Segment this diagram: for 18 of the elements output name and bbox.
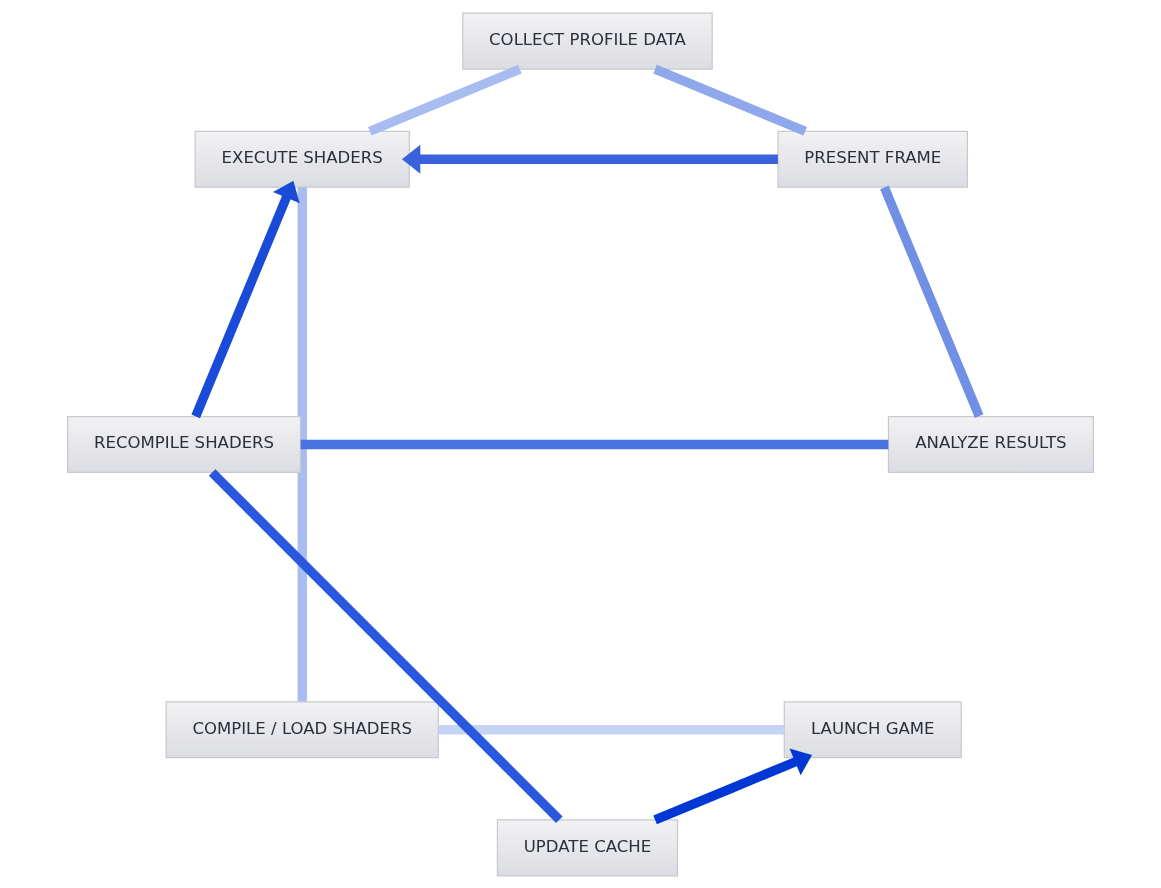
connector — [438, 724, 785, 734]
connector — [368, 64, 522, 136]
arrow — [401, 144, 778, 174]
connector — [208, 468, 563, 823]
node-box: RECOMPILE SHADERS — [67, 415, 302, 473]
connector — [300, 439, 889, 449]
node-box: COMPILE / LOAD SHADERS — [165, 700, 439, 758]
arrow — [191, 180, 300, 418]
connector — [653, 64, 807, 136]
node-box: ANALYZE RESULTS — [887, 415, 1094, 473]
connector — [297, 186, 307, 701]
connector — [880, 185, 984, 418]
node-box: LAUNCH GAME — [783, 700, 962, 758]
node-box: COLLECT PROFILE DATA — [462, 12, 713, 70]
node-box: PRESENT FRAME — [777, 130, 969, 188]
node-box: UPDATE CACHE — [496, 818, 679, 876]
node-box: EXECUTE SHADERS — [194, 130, 410, 188]
arrow — [653, 748, 813, 824]
